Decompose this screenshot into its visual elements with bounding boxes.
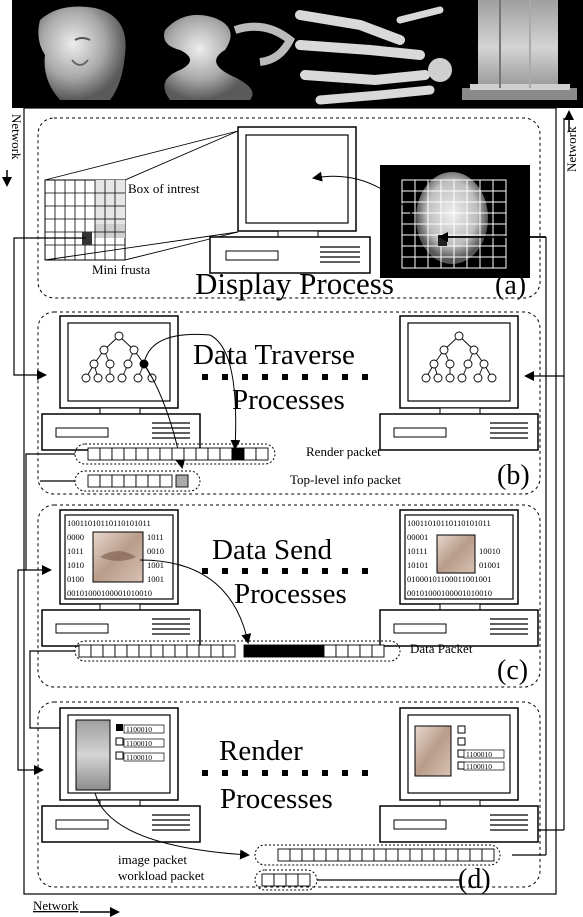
svg-text:01000101100011001001: 01000101100011001001: [407, 574, 491, 584]
network-label-left: Network: [2, 114, 24, 187]
data-packet-label: Data Packet: [410, 641, 473, 656]
panel-send: [37, 504, 541, 688]
svg-text:1001: 1001: [147, 560, 164, 570]
send-computer-left: [41, 509, 201, 647]
top-level-packet-label: Top-level info packet: [290, 472, 401, 487]
top-image-strip: [12, 0, 583, 108]
tag-a: (a): [495, 270, 526, 301]
svg-text:1011: 1011: [67, 546, 84, 556]
skull-render: [380, 165, 530, 278]
svg-text:10101: 10101: [407, 560, 428, 570]
svg-text:0000: 0000: [67, 532, 84, 542]
display-arrow: [312, 171, 413, 215]
send-title-line2: Processes: [234, 578, 347, 610]
bits-right: 10011010110110101011 00001 10111 10101 0…: [407, 518, 500, 598]
box-of-interest-label: Box of intrest: [128, 181, 200, 196]
eye-image-right: [436, 534, 476, 574]
render-dots: [202, 770, 368, 776]
svg-text:0100: 0100: [67, 574, 84, 584]
network-frame: [23, 107, 557, 895]
svg-text:1100010: 1100010: [126, 739, 152, 748]
octree-icon-left: [81, 331, 157, 383]
render-strip-right: [414, 725, 452, 777]
mini-frusta-label: Mini frusta: [92, 262, 150, 277]
traverse-title-line2: Processes: [232, 384, 345, 416]
svg-text:00001: 00001: [407, 532, 428, 542]
render-packet-label: Render packet: [306, 444, 381, 459]
svg-text:1001: 1001: [147, 574, 164, 584]
network-label-bottom: Network: [33, 898, 120, 917]
venus-head-render: [38, 6, 126, 100]
bits-left: 10011010110110101011 0000 1011 1010 0100…: [67, 518, 164, 598]
svg-text:01001: 01001: [479, 560, 500, 570]
svg-text:1011: 1011: [147, 532, 164, 542]
data-packet: [74, 640, 401, 662]
svg-text:10010: 10010: [479, 546, 500, 556]
svg-text:10011010110110101011: 10011010110110101011: [407, 518, 491, 528]
traverse-dots: [202, 374, 368, 380]
render-strip-left: [75, 719, 111, 791]
send-title-line1: Data Send: [212, 534, 332, 566]
net-arrow-to-traverse: [13, 237, 86, 380]
svg-text:1100010: 1100010: [466, 762, 492, 771]
network-label-right: Network: [564, 110, 579, 172]
render-codes-left: 1100010 1100010 1100010: [115, 724, 165, 762]
render-title-line1: Render: [219, 735, 303, 767]
image-packet-label: image packet: [118, 852, 187, 867]
svg-text:Network: Network: [564, 126, 579, 172]
svg-text:1100010: 1100010: [126, 725, 152, 734]
image-packet: [254, 844, 501, 866]
render-title-line2: Processes: [220, 783, 333, 815]
tag-b: (b): [497, 460, 530, 491]
svg-text:00101000100001010010: 00101000100001010010: [407, 588, 492, 598]
workload-packet: [254, 869, 318, 891]
svg-text:1010: 1010: [67, 560, 84, 570]
svg-text:00101000100001010010: 00101000100001010010: [67, 588, 152, 598]
tag-d: (d): [458, 864, 491, 895]
send-dots: [202, 568, 368, 574]
svg-text:1100010: 1100010: [126, 753, 152, 762]
render-codes-right: 1100010 1100010: [457, 725, 505, 771]
svg-text:Network: Network: [33, 898, 79, 913]
panel-traverse: [37, 311, 541, 495]
dragon-render: [164, 14, 296, 100]
workload-packet-label: workload packet: [118, 868, 205, 883]
svg-text:0010: 0010: [147, 546, 164, 556]
display-computer: [209, 126, 371, 274]
panel-display: [37, 117, 541, 299]
hand-bones-render: [295, 6, 452, 105]
svg-text:10011010110110101011: 10011010110110101011: [67, 518, 151, 528]
svg-text:1100010: 1100010: [466, 750, 492, 759]
panel-render: [37, 701, 541, 888]
tag-c: (c): [497, 655, 528, 686]
engine-render: [462, 0, 577, 100]
svg-text:Network: Network: [9, 114, 24, 160]
svg-text:10111: 10111: [407, 546, 428, 556]
display-title: Display Process: [195, 266, 394, 301]
top-level-info-packet: [74, 470, 201, 492]
frustum-grid: [44, 130, 239, 261]
octree-icon-right: [421, 331, 497, 383]
render-packet: [74, 443, 276, 465]
traverse-title-line1: Data Traverse: [193, 339, 355, 371]
